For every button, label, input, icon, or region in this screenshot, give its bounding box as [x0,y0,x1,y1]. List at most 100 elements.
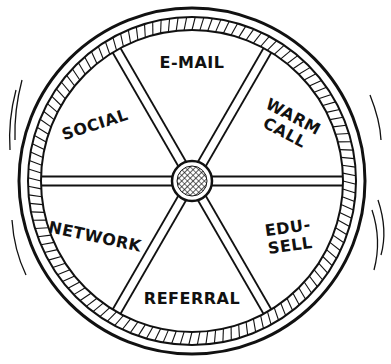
rim-tick [128,30,130,43]
rim-tick [28,186,41,189]
rim-tick [343,189,356,193]
rim-tick [72,69,80,80]
rim-tick [63,276,75,282]
rim-tick [340,149,353,151]
rim-tick [74,288,86,295]
rim-tick [122,319,130,330]
rim-tick [29,161,42,166]
rim-tick [330,117,343,119]
rim-tick [341,157,354,158]
rim-tick [85,57,91,69]
rim-tick [184,17,187,30]
rim-tick [338,141,351,142]
rim-tick [327,110,340,113]
rim-tick [52,96,62,105]
rim-tick [30,203,43,204]
rim-tick [216,20,221,32]
rim-tick [86,298,97,306]
rim-tick [67,75,75,86]
rim-tick [222,329,224,342]
rim-tick [31,211,44,213]
rim-tick [208,18,213,31]
rim-tick [304,74,316,80]
rim-tick [336,133,349,135]
rim-tick [189,332,192,345]
rim-tick [130,322,138,333]
rim-tick [29,195,42,197]
rim-tick [197,332,200,345]
rim-tick [176,18,178,31]
rim-tick [155,329,161,341]
rim-tick [343,181,356,184]
rim-tick [343,173,356,176]
spoke-line [41,176,173,178]
rim-tick [98,46,103,58]
wheel-segment: REFERRAL [132,290,252,308]
rim-tick [200,17,204,30]
rim-tick [281,50,291,59]
rim-tick [44,111,55,119]
rim-tick [287,298,293,310]
rim-tick [333,125,346,127]
rim-tick [281,303,286,315]
rim-tick [91,52,97,64]
rim-tick [35,135,47,142]
rim-tick [261,316,264,329]
rim-tick [144,24,146,37]
segment-label: E-MAIL [137,54,247,72]
rim-tick [32,144,44,150]
rim-tick [113,37,117,50]
rim-tick [206,331,208,344]
rim-tick [246,29,254,40]
rim-tick [223,21,229,33]
rim-tick [35,227,48,229]
rim-tick [231,327,232,340]
rim-tick [115,316,124,326]
spokes [41,48,343,314]
rim-tick [330,242,341,250]
rim-tick [37,127,48,134]
rim-tick [44,250,57,253]
spoke-line [211,185,343,187]
rim-tick [163,330,168,342]
rim-tick [238,325,240,338]
wheel-segment: E-MAIL [137,54,247,72]
rim-tick [53,263,66,267]
rim-tick [33,220,46,221]
rim-tick [61,82,70,92]
rim-tick [342,197,355,202]
rim-tick [327,250,337,259]
rim-tick [274,308,278,321]
rim-tick [261,36,270,46]
rim-tick [47,104,57,113]
rim-tick [168,19,169,32]
rim-tick [28,178,41,181]
outer-tire [19,8,365,354]
rim-tick [160,20,162,33]
rim-tick [341,205,353,210]
rim-tick [299,288,306,300]
rim-tick [192,17,195,30]
rim-tick [239,26,246,37]
rim-tick [293,293,299,305]
rim-ticks [28,17,356,345]
rim-outer [28,17,356,345]
rim-tick [336,228,347,235]
rim-tick [309,276,317,287]
rim-tick [78,63,85,74]
segment-label: REFERRAL [132,290,252,308]
rim-tick [333,235,344,243]
rim-inner [41,30,343,332]
rim-tick [268,312,272,325]
rim-tick [309,80,321,86]
wheel-segment: EDU- SELL [258,215,320,258]
rim-tick [299,67,311,74]
rim-tick [136,27,138,40]
rim-tick [323,257,333,266]
rim-tick [253,319,255,332]
rim-tick [57,270,69,275]
rim-tick [314,270,323,280]
rim-tick [231,24,238,36]
hub-crosshatch [177,166,207,196]
rim-tick [287,56,298,64]
